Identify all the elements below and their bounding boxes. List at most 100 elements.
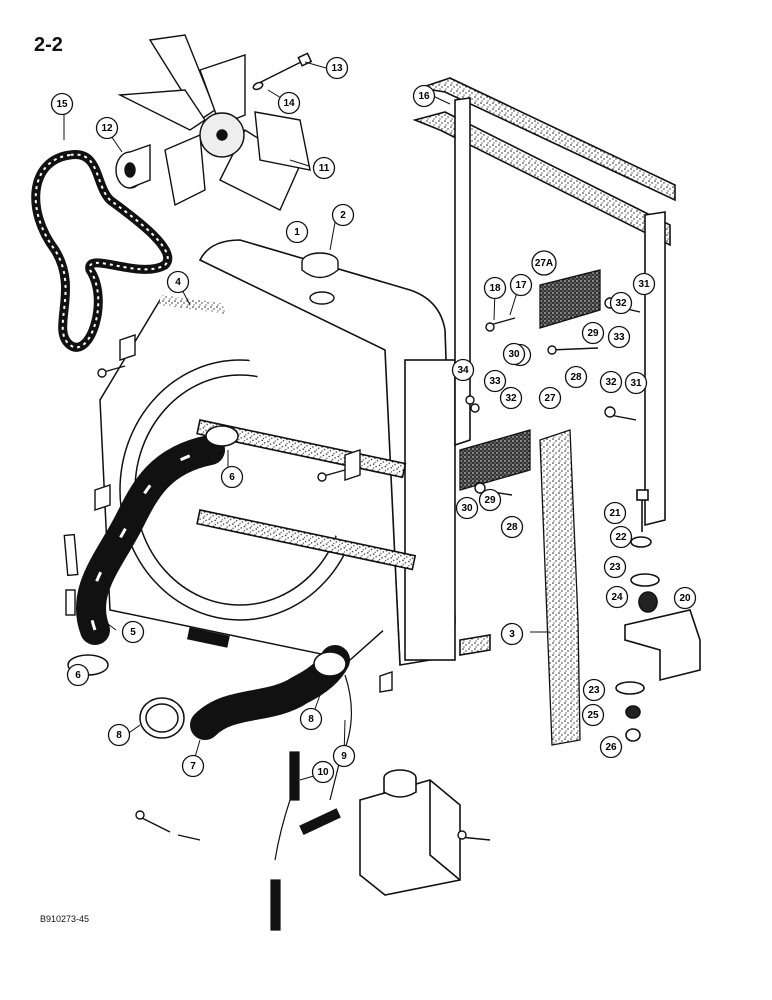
callout-label: 32 — [505, 393, 517, 404]
callout-label: 21 — [609, 508, 621, 519]
callout-circle — [673, 586, 697, 610]
callout-label: 6 — [75, 670, 81, 681]
callout-circle — [478, 488, 502, 512]
callout-4: 4 — [166, 270, 190, 294]
callout-circle — [582, 678, 606, 702]
callout-label: 17 — [515, 280, 527, 291]
callout-2: 2 — [331, 203, 355, 227]
callout-circle — [121, 620, 145, 644]
callout-32: 32 — [609, 291, 633, 315]
callout-28: 28 — [500, 515, 524, 539]
callout-circle — [312, 156, 336, 180]
callout-12: 12 — [95, 116, 119, 140]
callout-circle — [325, 56, 349, 80]
callout-circle — [332, 744, 356, 768]
callout-30: 30 — [455, 496, 479, 520]
callout-label: 12 — [101, 123, 113, 134]
callout-26: 26 — [599, 735, 623, 759]
callout-circle — [499, 386, 523, 410]
callout-label: 29 — [587, 328, 599, 339]
callout-label: 32 — [605, 377, 617, 388]
callout-label: 26 — [605, 742, 617, 753]
callout-31: 31 — [624, 371, 648, 395]
figure-code: B910273-45 — [40, 914, 90, 924]
callout-14: 14 — [277, 91, 301, 115]
callout-circle — [609, 525, 633, 549]
callout-27: 27 — [538, 386, 562, 410]
callout-label: 20 — [679, 593, 691, 604]
callout-label: 33 — [613, 332, 625, 343]
callout-label: 27 — [544, 393, 556, 404]
callout-20: 20 — [673, 586, 697, 610]
callout-label: 30 — [461, 503, 473, 514]
callout-label: 14 — [283, 98, 295, 109]
callout-circle — [632, 272, 656, 296]
callout-6: 6 — [220, 465, 244, 489]
radiator — [196, 239, 456, 666]
callout-circle — [605, 585, 629, 609]
foam-seal — [459, 269, 601, 746]
upper-radiator-hose — [76, 435, 225, 645]
callout-circle — [483, 369, 507, 393]
callout-21: 21 — [603, 501, 627, 525]
callout-32: 32 — [599, 370, 623, 394]
callout-9: 9 — [332, 744, 356, 768]
callout-17: 17 — [509, 273, 533, 297]
callout-label: 7 — [190, 761, 196, 772]
callout-33: 33 — [607, 325, 631, 349]
callout-circle — [311, 760, 335, 784]
callout-circle — [599, 735, 623, 759]
callout-label: 30 — [508, 349, 520, 360]
radiator-cap — [301, 252, 339, 305]
callout-1: 1 — [285, 220, 309, 244]
callout-circle — [285, 220, 309, 244]
callout-8: 8 — [299, 707, 323, 731]
callout-circle — [599, 370, 623, 394]
callout-33: 33 — [483, 369, 507, 393]
callout-27A: 27A — [531, 250, 557, 276]
callout-24: 24 — [605, 585, 629, 609]
callout-label: 22 — [615, 532, 627, 543]
callout-22: 22 — [609, 525, 633, 549]
callout-circle — [509, 273, 533, 297]
callout-label: 34 — [457, 365, 469, 376]
callout-label: 1 — [294, 227, 300, 238]
callout-circle — [50, 92, 74, 116]
callout-circle — [220, 465, 244, 489]
callout-18: 18 — [483, 276, 507, 300]
callout-label: 27A — [535, 258, 553, 269]
radiator-support-frame — [412, 77, 676, 656]
callout-circle — [95, 116, 119, 140]
callout-circle — [483, 276, 507, 300]
callout-28: 28 — [564, 365, 588, 389]
callout-circle — [538, 386, 562, 410]
callout-31: 31 — [632, 272, 656, 296]
callout-circle — [455, 496, 479, 520]
callout-29: 29 — [581, 321, 605, 345]
callout-30: 30 — [502, 342, 526, 366]
callout-circle — [581, 321, 605, 345]
callout-label: 25 — [587, 710, 599, 721]
callout-label: 23 — [588, 685, 600, 696]
callout-label: 9 — [341, 751, 347, 762]
callout-8: 8 — [107, 723, 131, 747]
callout-23: 23 — [582, 678, 606, 702]
callout-label: 33 — [489, 376, 501, 387]
callout-circle — [500, 622, 524, 646]
callout-label: 23 — [609, 562, 621, 573]
callout-circle — [603, 501, 627, 525]
callout-circle — [564, 365, 588, 389]
fan-spacer — [115, 144, 151, 189]
callout-16: 16 — [412, 84, 436, 108]
callout-5: 5 — [121, 620, 145, 644]
callout-label: 13 — [331, 63, 343, 74]
callout-label: 18 — [489, 283, 501, 294]
callout-label: 6 — [229, 472, 235, 483]
callout-label: 15 — [56, 99, 68, 110]
callout-label: 16 — [418, 91, 430, 102]
fan-bolt — [252, 52, 313, 91]
callout-29: 29 — [478, 488, 502, 512]
callout-circle — [451, 358, 475, 382]
